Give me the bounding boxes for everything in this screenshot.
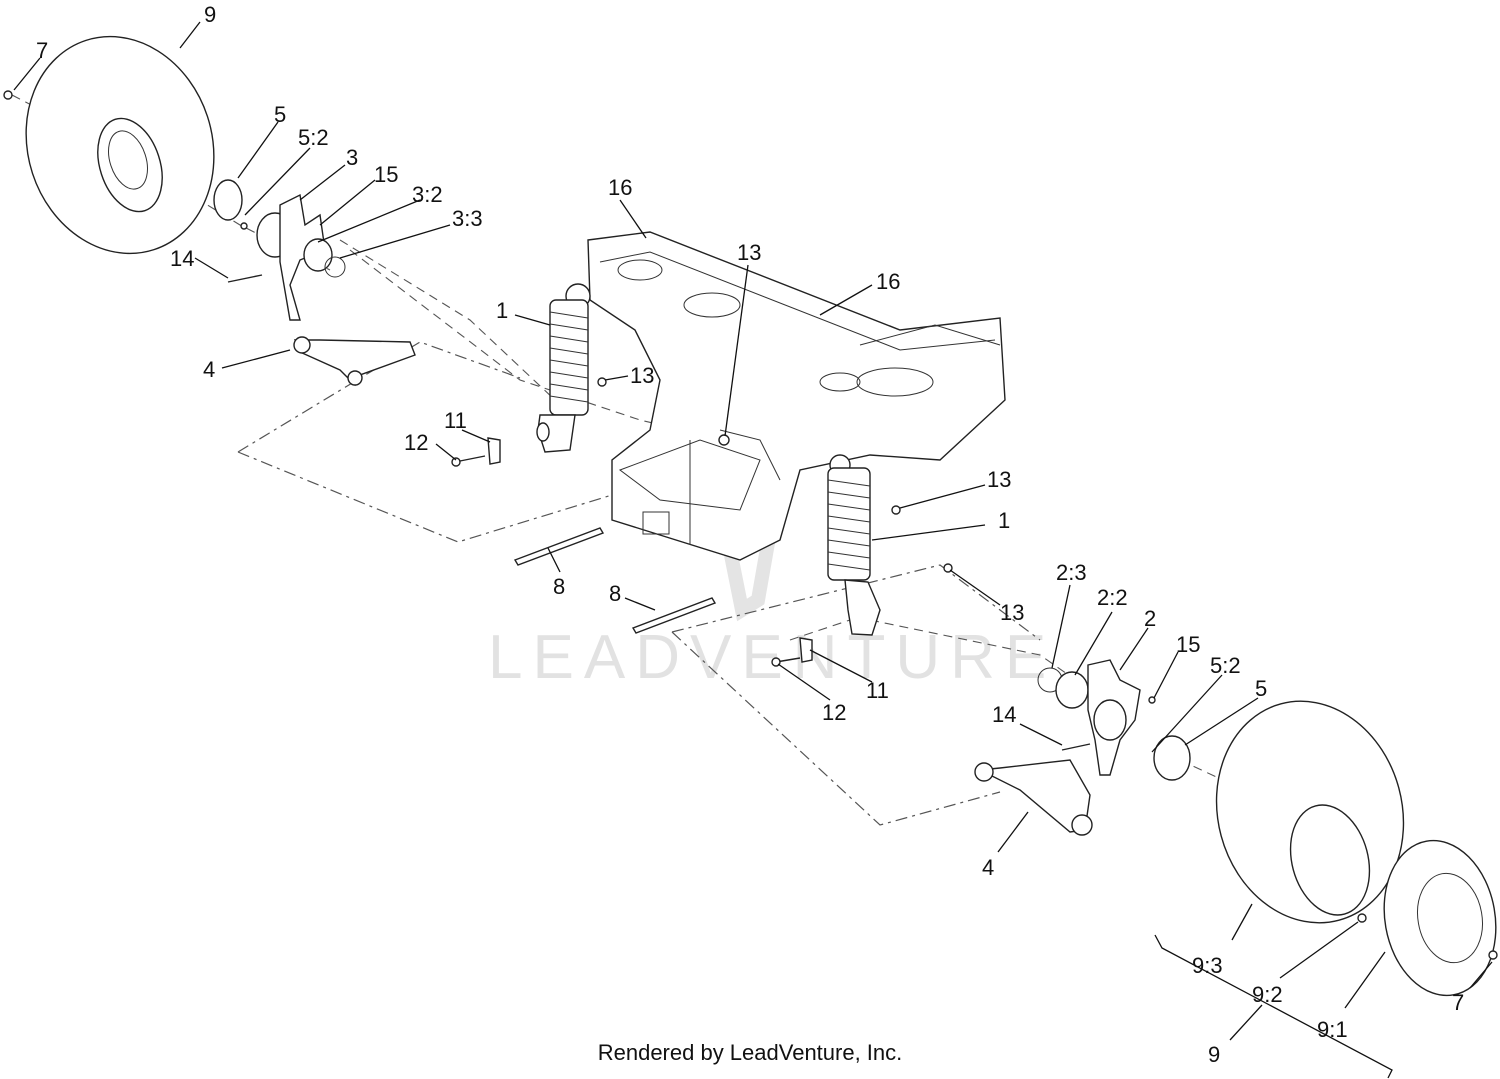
callout-8: 8 [609, 581, 621, 606]
callout-4: 4 [982, 855, 994, 880]
callout-1: 1 [496, 298, 508, 323]
wheel-tire-right [1215, 700, 1498, 997]
callout-2-2: 2:2 [1097, 585, 1128, 610]
callout-11: 11 [866, 678, 889, 703]
leader-lines [13, 21, 1493, 1079]
wheel-tire-left [3, 35, 215, 255]
callouts: 9 7 5 5:2 3 15 3:2 3:3 14 4 1 13 16 13 1… [36, 2, 1464, 1067]
tie-rods [513, 527, 717, 634]
callout-8: 8 [553, 574, 565, 599]
callout-3-3: 3:3 [452, 206, 483, 231]
hub-spindle-left [213, 179, 346, 321]
callout-7: 7 [36, 38, 48, 63]
control-arm-left [293, 336, 416, 387]
callout-2: 2 [1144, 606, 1156, 631]
callout-3: 3 [346, 145, 358, 170]
callout-15: 15 [374, 162, 398, 187]
callout-13: 13 [737, 240, 761, 265]
callout-7: 7 [1452, 990, 1464, 1015]
hub-spindle-right [1037, 659, 1191, 781]
callout-16: 16 [608, 175, 632, 200]
callout-5-2: 5:2 [298, 125, 329, 150]
render-credit: Rendered by LeadVenture, Inc. [597, 1040, 903, 1065]
callout-13: 13 [630, 363, 654, 388]
callout-11: 11 [444, 408, 467, 433]
callout-12: 12 [404, 430, 428, 455]
callout-9-3: 9:3 [1192, 953, 1223, 978]
frame-nut [718, 434, 730, 446]
callout-9-2: 9:2 [1252, 982, 1283, 1007]
callout-14: 14 [170, 246, 194, 271]
callout-13: 13 [987, 467, 1011, 492]
callout-4: 4 [203, 357, 215, 382]
callout-5-2: 5:2 [1210, 653, 1241, 678]
shock-absorber-left [536, 283, 607, 453]
lug-nut-left [3, 90, 13, 100]
callout-12: 12 [822, 700, 846, 725]
callout-1: 1 [998, 508, 1010, 533]
callout-5: 5 [1255, 676, 1267, 701]
bracket-bolt-left [451, 437, 501, 467]
callout-13: 13 [1000, 600, 1024, 625]
callout-2-3: 2:3 [1056, 560, 1087, 585]
callout-9: 9 [1208, 1042, 1220, 1067]
callout-15: 15 [1176, 632, 1200, 657]
control-arm-right [974, 759, 1093, 836]
callout-9: 9 [204, 2, 216, 27]
watermark-text: LEADVENTURE [488, 623, 1056, 692]
callout-5: 5 [274, 102, 286, 127]
callout-9-1: 9:1 [1317, 1017, 1348, 1042]
callout-3-2: 3:2 [412, 182, 443, 207]
shock-absorber-right [827, 454, 953, 636]
callout-16: 16 [876, 269, 900, 294]
chassis-frame [587, 231, 1006, 561]
callout-14: 14 [992, 702, 1016, 727]
